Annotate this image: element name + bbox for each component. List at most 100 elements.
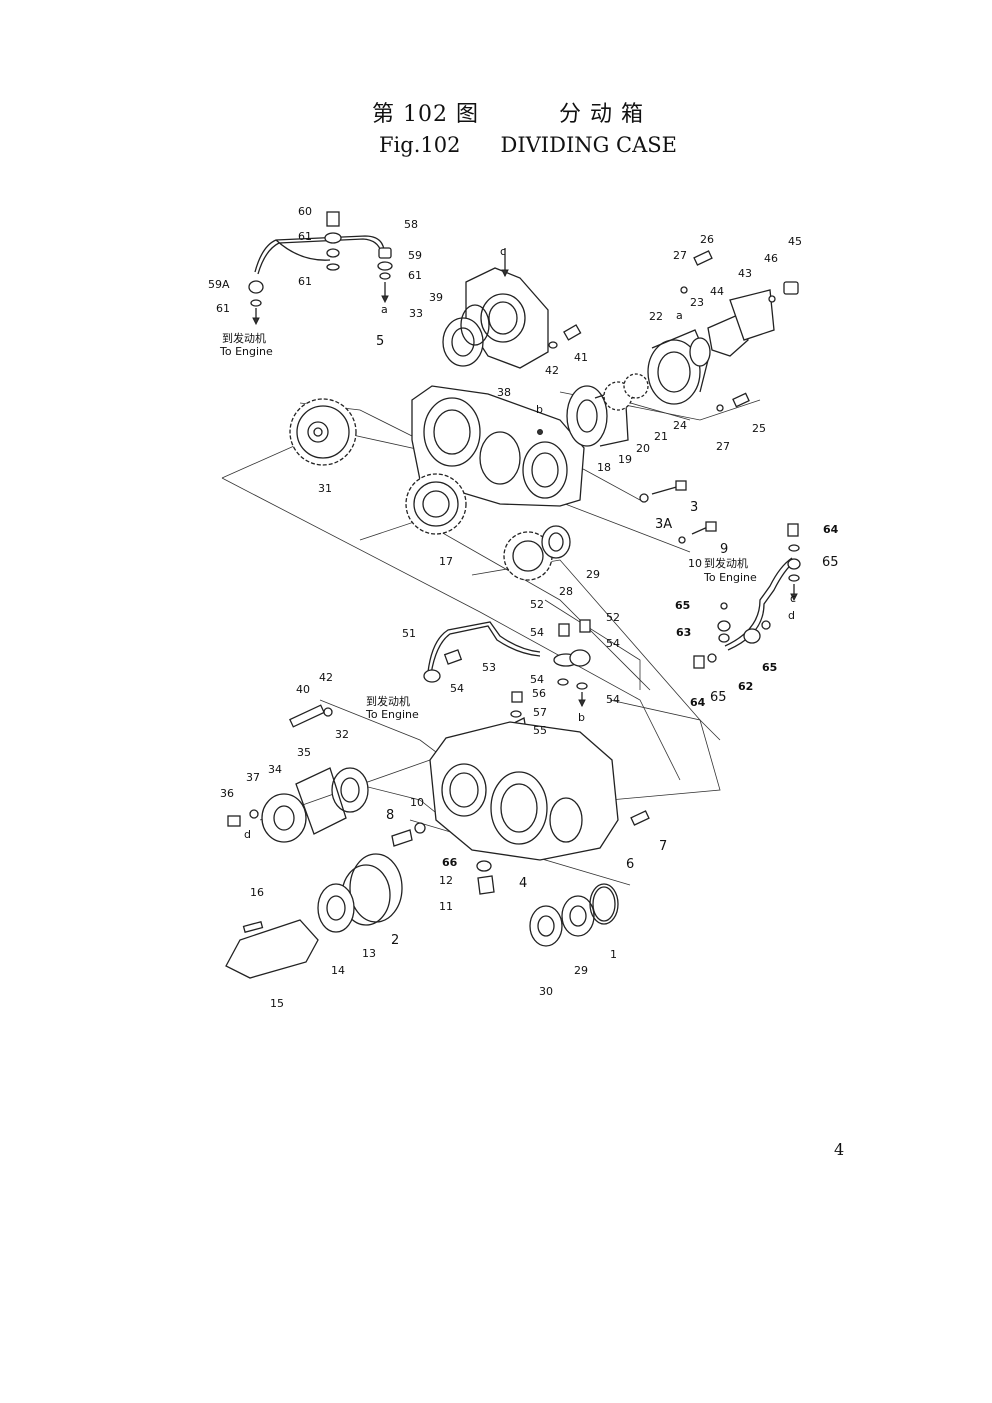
callout-17: 17	[439, 555, 453, 568]
callout-5: 5	[376, 334, 384, 349]
callout-63: 63	[676, 626, 691, 639]
callout-62: 62	[738, 680, 753, 693]
callout-2: 2	[391, 933, 399, 948]
callout-32: 32	[335, 728, 349, 741]
upper-bearing-cover	[442, 248, 582, 369]
callout-45: 45	[788, 235, 802, 248]
callout-51: 51	[402, 627, 416, 640]
callout-61b: 61	[298, 275, 312, 288]
ref-d-right: d	[788, 609, 795, 622]
callout-65a: 65	[822, 555, 839, 570]
callout-9: 9	[720, 542, 728, 557]
callout-7: 7	[659, 839, 667, 854]
right-shaft-assembly	[566, 250, 799, 447]
callout-10b: 10	[410, 796, 424, 809]
callout-36: 36	[220, 787, 234, 800]
callout-12: 12	[439, 874, 453, 887]
callout-13: 13	[362, 947, 376, 960]
callout-37: 37	[246, 771, 260, 784]
callout-25: 25	[752, 422, 766, 435]
callout-64b: 64	[690, 696, 706, 709]
gear-28-29	[503, 525, 571, 581]
callout-10a: 10	[688, 557, 702, 570]
callout-labels: 60 61 61 58 59 61 59A 61 a 到发动机 To Engin…	[208, 205, 839, 1010]
oil-pipe-upper	[248, 211, 393, 326]
to-engine-cn-3: 到发动机	[366, 694, 410, 708]
callout-8: 8	[386, 808, 394, 823]
callout-15: 15	[270, 997, 284, 1010]
bearing-14	[317, 883, 355, 933]
callout-26: 26	[700, 233, 714, 246]
cover-34	[261, 793, 307, 843]
ref-b-upper: b	[536, 403, 543, 416]
callout-40: 40	[296, 683, 310, 696]
callout-20: 20	[636, 442, 650, 455]
ref-a-right: a	[676, 309, 683, 322]
callout-64a: 64	[823, 523, 839, 536]
callout-14: 14	[331, 964, 345, 977]
callout-65d: 65	[710, 690, 727, 705]
callout-65c: 65	[762, 661, 777, 674]
callout-39: 39	[429, 291, 443, 304]
callout-44: 44	[710, 285, 724, 298]
callout-1: 1	[610, 948, 617, 961]
callout-23: 23	[690, 296, 704, 309]
figure-title-chinese: 第 102 图 分 动 箱	[372, 102, 644, 127]
callout-59: 59	[408, 249, 422, 262]
callout-11: 11	[439, 900, 453, 913]
callout-43: 43	[738, 267, 752, 280]
callout-22: 22	[649, 310, 663, 323]
callout-58: 58	[404, 218, 418, 231]
callout-4: 4	[519, 876, 527, 891]
callout-56: 56	[532, 687, 546, 700]
callout-28: 28	[559, 585, 573, 598]
callout-61d: 61	[216, 302, 230, 315]
callout-60: 60	[298, 205, 312, 218]
callout-19: 19	[618, 453, 632, 466]
callout-27a: 27	[673, 249, 687, 262]
ref-b-lower: b	[578, 711, 585, 724]
callout-66: 66	[442, 856, 458, 869]
dividing-case-upper	[411, 385, 585, 507]
callout-30: 30	[539, 985, 553, 998]
callout-55: 55	[533, 724, 547, 737]
callout-6: 6	[626, 857, 634, 872]
callout-46: 46	[764, 252, 778, 265]
oil-pipe-right	[693, 523, 801, 669]
callout-35: 35	[297, 746, 311, 759]
gear-17	[405, 473, 467, 535]
callout-21: 21	[654, 430, 668, 443]
callout-16: 16	[250, 886, 264, 899]
callout-59A: 59A	[208, 278, 230, 291]
callout-34: 34	[268, 763, 282, 776]
to-engine-en-3: To Engine	[365, 708, 419, 721]
callout-53: 53	[482, 661, 496, 674]
bearing-18	[566, 385, 608, 447]
callout-65b: 65	[675, 599, 690, 612]
housing-24	[647, 339, 701, 405]
to-engine-cn-1: 到发动机	[222, 331, 266, 345]
gear-31	[289, 398, 357, 466]
callout-54a: 54	[530, 626, 544, 639]
callout-24: 24	[673, 419, 687, 432]
callout-42a: 42	[545, 364, 559, 377]
callout-54b: 54	[606, 637, 620, 650]
callout-52a: 52	[530, 598, 544, 611]
callout-33: 33	[409, 307, 423, 320]
callout-29b: 29	[574, 964, 588, 977]
callout-41: 41	[574, 351, 588, 364]
callout-61a: 61	[298, 230, 312, 243]
ref-d-left: d	[244, 828, 251, 841]
callout-18: 18	[597, 461, 611, 474]
callout-54e: 54	[606, 693, 620, 706]
bearing-33	[442, 317, 484, 367]
callout-57: 57	[533, 706, 547, 719]
ref-c-upper: c	[500, 245, 506, 258]
ref-c-right: c	[790, 592, 796, 605]
callout-31: 31	[318, 482, 332, 495]
page-number: 4	[834, 1140, 845, 1159]
to-engine-en-1: To Engine	[219, 345, 273, 358]
callout-54c: 54	[450, 682, 464, 695]
oil-pipe-middle	[423, 619, 591, 731]
